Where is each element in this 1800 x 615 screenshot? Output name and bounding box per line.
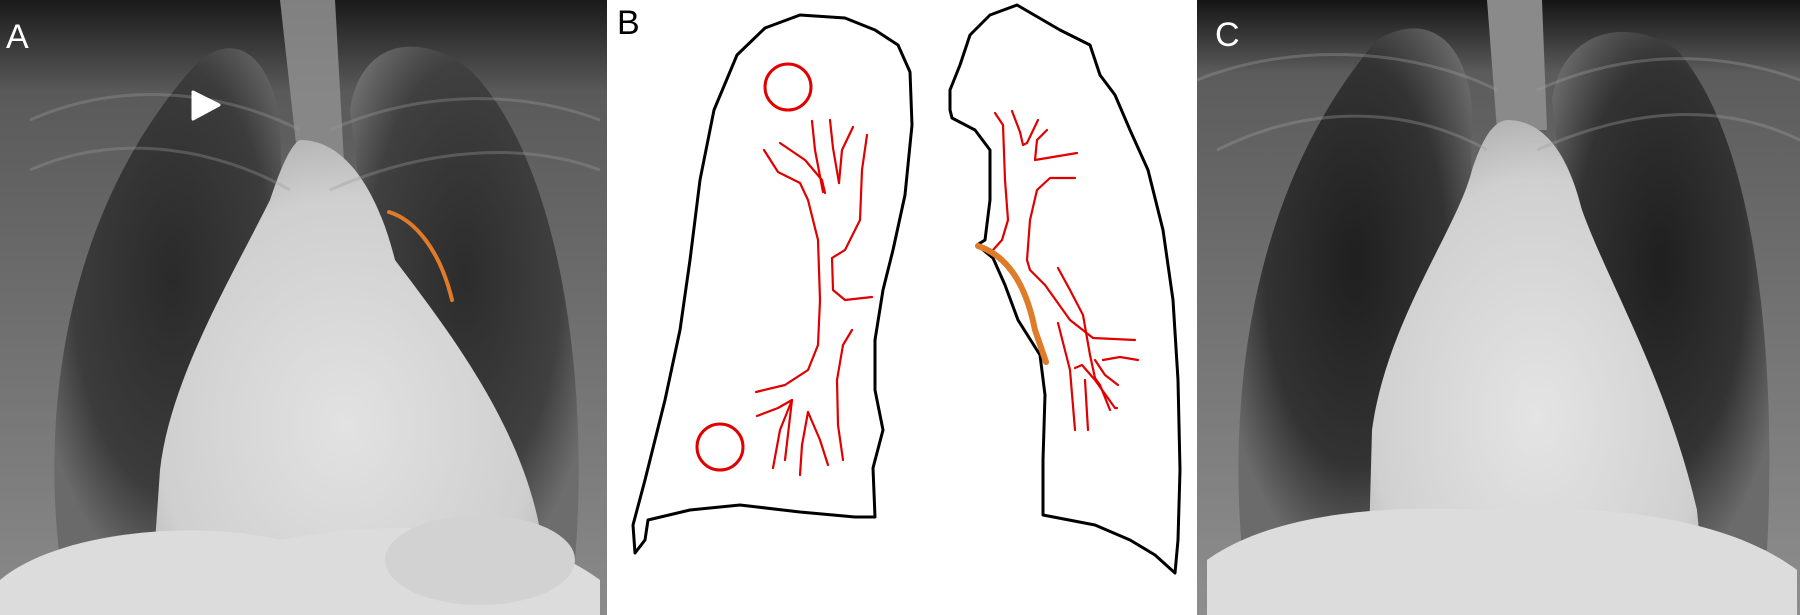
arrowhead-marker-icon xyxy=(191,90,221,121)
radiograph-c-image xyxy=(1197,0,1800,615)
upper-red-circle xyxy=(763,62,813,112)
schematic-drawing xyxy=(631,3,1182,575)
panel-label-c: C xyxy=(1215,16,1240,54)
panel-label-a: A xyxy=(6,18,29,56)
panel-label-b: B xyxy=(617,4,640,42)
left-lung-outline xyxy=(948,3,1182,575)
panel-c-radiograph: C xyxy=(1197,0,1800,615)
panel-b-schematic: B xyxy=(607,0,1196,615)
radiograph-a-image xyxy=(0,0,607,615)
orange-curve-schematic xyxy=(975,243,1049,365)
panel-a-radiograph: A xyxy=(0,0,607,615)
orange-curve-marker xyxy=(387,210,454,302)
right-lung-vessels xyxy=(754,118,874,477)
right-lung-outline xyxy=(631,13,914,555)
left-lung-vessels xyxy=(991,109,1140,432)
lower-red-circle xyxy=(695,422,745,472)
